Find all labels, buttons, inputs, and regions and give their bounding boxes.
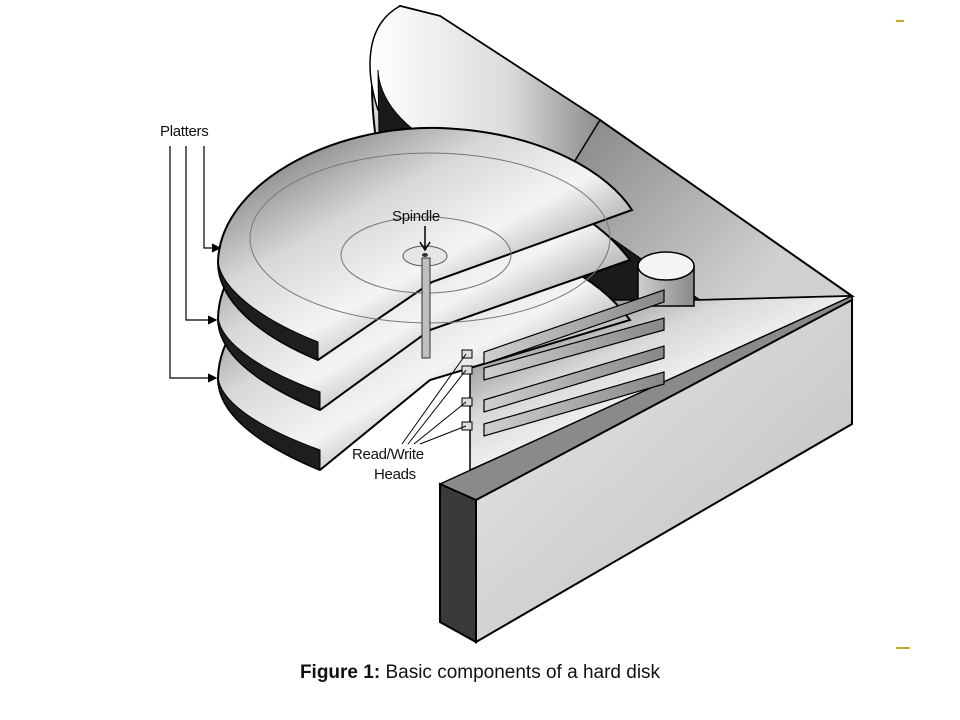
platter-3-edge	[217, 377, 321, 471]
platters-arrowheads	[207, 243, 222, 383]
head-arm-1	[483, 289, 665, 365]
platters-callout	[169, 146, 222, 383]
figure-caption: Figure 1: Basic components of a hard dis…	[0, 662, 960, 684]
read-write-head-3	[461, 397, 473, 407]
head-arm-2	[483, 317, 665, 381]
heads-leader-4	[419, 425, 467, 445]
heads-callout	[401, 353, 467, 445]
read-write-head-4	[461, 421, 473, 431]
figure-caption-text: Basic components of a hard disk	[385, 662, 661, 683]
read-write-heads-label-line2: Heads	[374, 466, 416, 483]
heads-leader-1	[401, 353, 467, 445]
spindle-top	[422, 253, 428, 257]
platters-leader-3	[169, 146, 214, 379]
read-write-heads-label-line1: Read/Write	[352, 446, 424, 463]
slide-accent-bottom	[896, 647, 910, 649]
spindle-shaft	[421, 257, 431, 359]
figure-caption-label: Figure 1:	[299, 662, 381, 683]
head-arm-3	[483, 345, 665, 413]
read-write-head-1	[461, 349, 473, 359]
platters-label: Platters	[160, 123, 208, 140]
heads-leader-3	[413, 401, 467, 445]
platters-leader-1	[203, 146, 218, 249]
platter-2-edge	[217, 317, 321, 411]
enclosure-front-edge	[439, 482, 477, 644]
platter-1-edge	[217, 261, 319, 361]
heads-leader-2	[407, 369, 467, 445]
read-write-head-2	[461, 365, 473, 375]
actuator-pivot-top	[637, 251, 695, 281]
platters-leader-2	[185, 146, 214, 321]
spindle-label: Spindle	[392, 208, 440, 225]
actuator-assembly	[461, 251, 695, 437]
platter-stack	[216, 126, 634, 472]
spindle-arrow	[419, 226, 431, 252]
slide-accent-top	[896, 20, 904, 22]
head-arm-4	[483, 371, 665, 437]
